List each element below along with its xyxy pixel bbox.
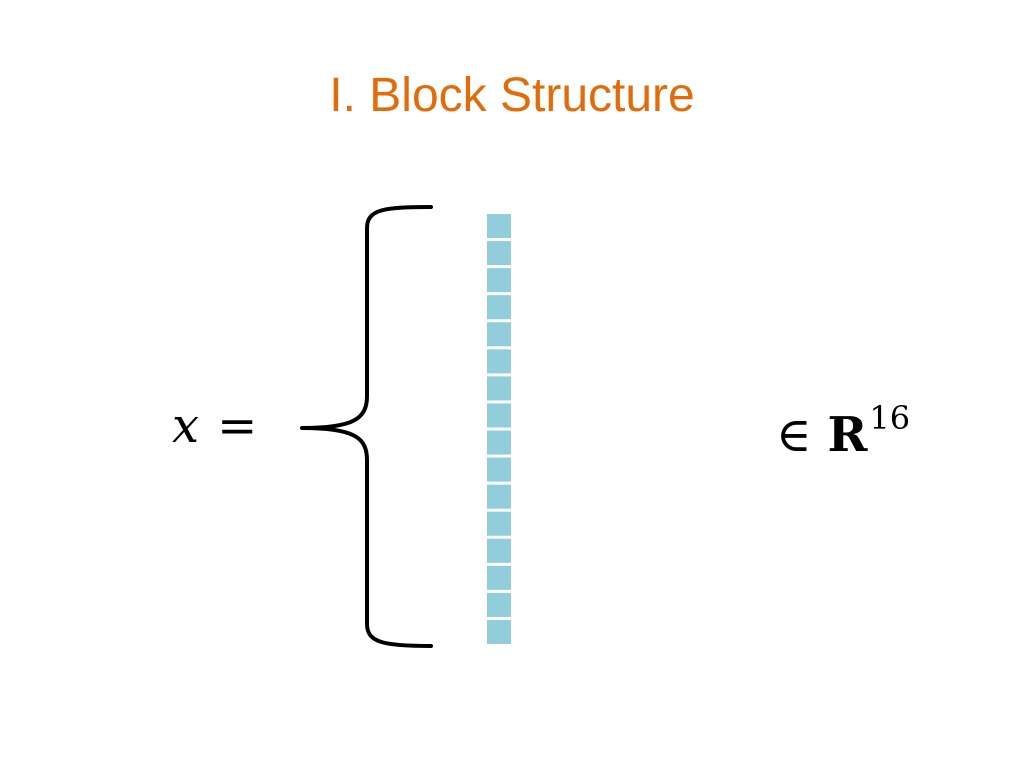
real-numbers-symbol: R <box>827 407 868 463</box>
equation-rhs: ∈ R16 <box>776 390 910 463</box>
vector-entry-cell <box>487 457 511 482</box>
vector-entry-cell <box>487 592 511 617</box>
vector-entry-cell <box>487 241 511 266</box>
vector-entry-cell <box>487 538 511 563</box>
vector-entry-cell <box>487 322 511 347</box>
vector-entry-cell <box>487 214 511 239</box>
vector-entry-cell <box>487 376 511 401</box>
left-curly-brace <box>300 205 433 648</box>
element-of-symbol: ∈ <box>776 407 812 463</box>
vector-entries-column <box>487 214 511 644</box>
slide-title: I. Block Structure <box>329 69 695 122</box>
vector-entry-cell <box>487 349 511 374</box>
vector-entry-cell <box>487 430 511 455</box>
vector-entry-cell <box>487 619 511 644</box>
vector-entry-cell <box>487 295 511 320</box>
vector-entry-cell <box>487 403 511 428</box>
vector-entry-cell <box>487 268 511 293</box>
vector-entry-cell <box>487 484 511 509</box>
vector-entry-cell <box>487 511 511 536</box>
variable-x: x <box>172 398 200 454</box>
vector-entry-cell <box>487 565 511 590</box>
equation-lhs: x= <box>172 398 257 454</box>
dimension-superscript: 16 <box>869 399 911 437</box>
equals-sign: = <box>217 398 258 454</box>
